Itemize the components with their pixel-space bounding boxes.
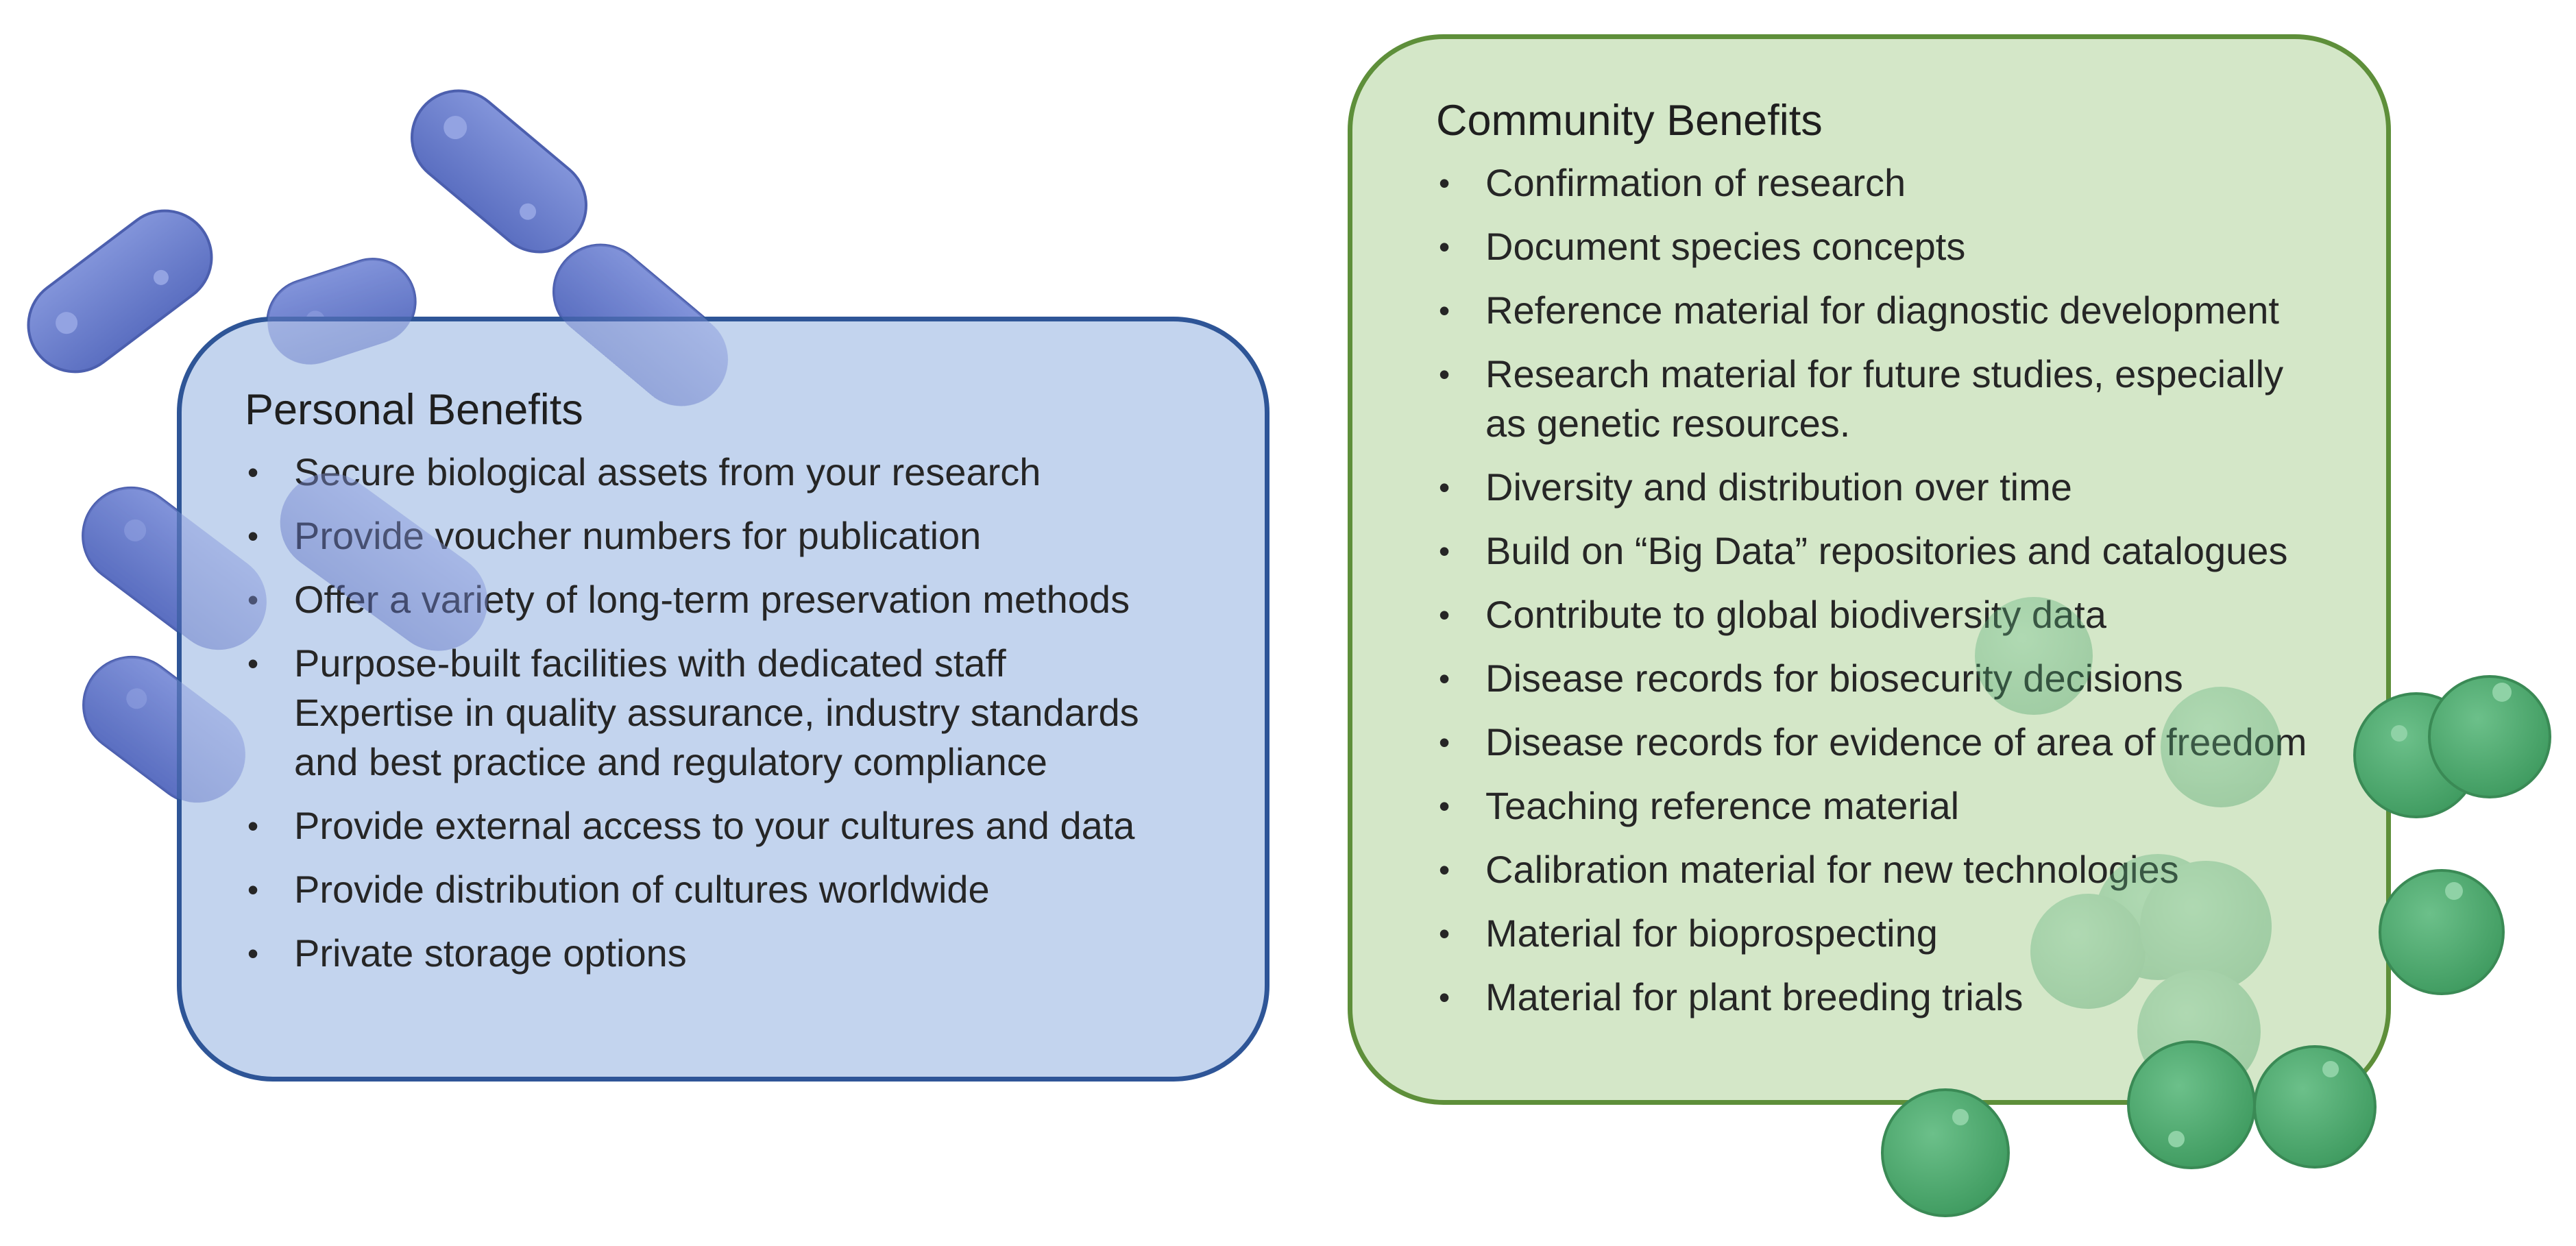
community-benefit-item: Teaching reference material — [1436, 781, 2352, 831]
community-benefits-list: Confirmation of research Document specie… — [1436, 158, 2352, 1022]
rod-bacterium-3 — [411, 89, 587, 254]
community-benefit-item: Build on “Big Data” repositories and cat… — [1436, 526, 2352, 576]
personal-benefits-title: Personal Benefits — [245, 386, 583, 434]
personal-benefits-list: Secure biological assets from your resea… — [245, 448, 1224, 978]
community-benefit-item: Disease records for evidence of area of … — [1436, 718, 2352, 767]
community-benefits-panel: Community Benefits Confirmation of resea… — [1348, 34, 2391, 1105]
personal-benefits-panel: Personal Benefits Secure biological asse… — [177, 317, 1269, 1082]
community-benefit-item: Contribute to global biodiversity data — [1436, 590, 2352, 639]
community-benefit-item: Confirmation of research — [1436, 158, 2352, 208]
community-benefit-item: Calibration material for new technologie… — [1436, 845, 2352, 894]
community-benefit-item: Research material for future studies, es… — [1436, 350, 2352, 448]
rod-bacterium-1 — [27, 209, 213, 374]
personal-benefit-item: Purpose-built facilities with dedicated … — [245, 639, 1224, 787]
personal-benefit-item: Private storage options — [245, 929, 1224, 978]
personal-benefit-item: Provide distribution of cultures worldwi… — [245, 865, 1224, 914]
community-benefits-title: Community Benefits — [1436, 97, 1823, 145]
community-benefit-item: Reference material for diagnostic develo… — [1436, 286, 2352, 335]
personal-benefit-item: Offer a variety of long-term preservatio… — [245, 575, 1224, 624]
community-benefit-item: Material for bioprospecting — [1436, 909, 2352, 958]
community-benefit-item: Material for plant breeding trials — [1436, 973, 2352, 1022]
community-benefit-item: Disease records for biosecurity decision… — [1436, 654, 2352, 703]
personal-benefit-item: Secure biological assets from your resea… — [245, 448, 1224, 497]
personal-benefit-item: Provide external access to your cultures… — [245, 801, 1224, 851]
community-benefit-item: Diversity and distribution over time — [1436, 463, 2352, 512]
community-benefit-item: Document species concepts — [1436, 222, 2352, 271]
personal-benefit-item: Provide voucher numbers for publication — [245, 511, 1224, 561]
